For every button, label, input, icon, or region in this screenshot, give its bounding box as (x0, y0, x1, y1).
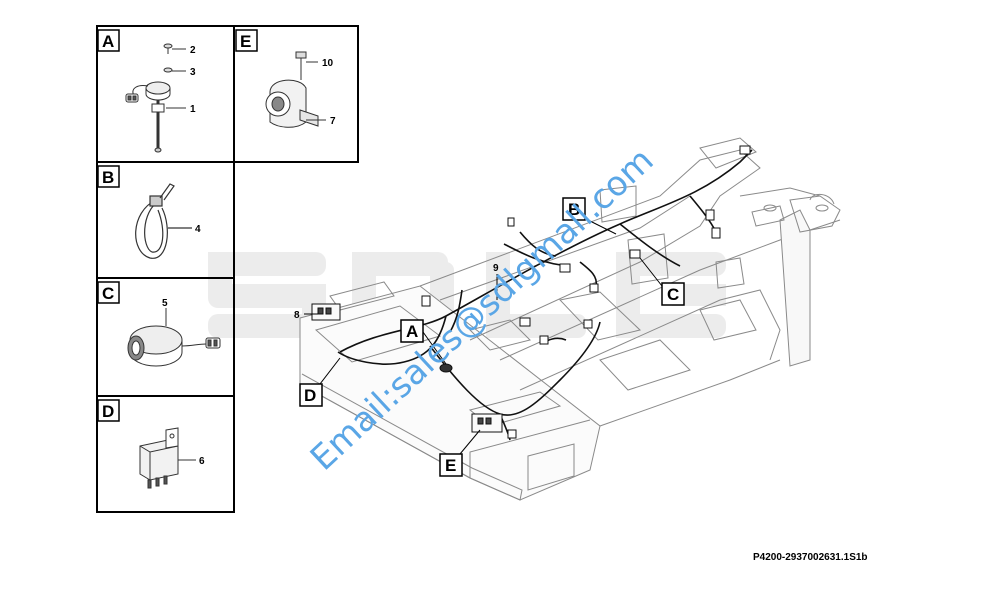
main-callout-8: 8 (294, 310, 318, 321)
svg-text:E: E (445, 456, 456, 475)
callout-1: 1 (190, 104, 196, 115)
machine-frame-drawing (299, 137, 841, 501)
panel-a: A 2 3 1 (97, 29, 196, 153)
callout-2: 2 (190, 45, 196, 56)
panel-d: D 6 (97, 399, 205, 489)
svg-text:D: D (304, 386, 316, 405)
reference-code: P4200-2937002631.1S1b (753, 552, 868, 563)
svg-text:B: B (568, 200, 580, 219)
main-label-b: B (562, 197, 617, 235)
callout-5: 5 (162, 298, 168, 309)
svg-text:8: 8 (294, 310, 300, 321)
panel-a-letter: A (102, 32, 114, 51)
main-label-d: D (299, 357, 341, 407)
main-label-e: E (439, 429, 481, 477)
panel-c: C 5 (97, 281, 221, 367)
callout-4: 4 (195, 224, 201, 235)
detail-panels (96, 25, 359, 513)
panel-e: E 10 7 (235, 29, 336, 128)
callout-7: 7 (330, 116, 336, 127)
panel-e-letter: E (240, 32, 251, 51)
svg-text:A: A (406, 322, 418, 341)
horn-drawing (127, 308, 221, 367)
panel-d-letter: D (102, 402, 114, 421)
panel-c-letter: C (102, 284, 114, 303)
callout-10: 10 (322, 58, 334, 69)
main-label-c: C (639, 257, 685, 306)
main-callout-9: 9 (493, 263, 499, 300)
panel-b: B 4 (97, 165, 201, 259)
clamp-drawing (265, 51, 326, 128)
relay-drawing (139, 427, 196, 489)
main-label-a: A (400, 319, 447, 365)
callout-6: 6 (199, 456, 205, 467)
svg-text:C: C (667, 285, 679, 304)
svg-text:9: 9 (493, 263, 499, 274)
level-sensor-drawing (125, 43, 186, 153)
cable-tie-drawing (135, 183, 192, 259)
panel-b-letter: B (102, 168, 114, 187)
harness-connectors (311, 145, 751, 439)
callout-3: 3 (190, 67, 196, 78)
